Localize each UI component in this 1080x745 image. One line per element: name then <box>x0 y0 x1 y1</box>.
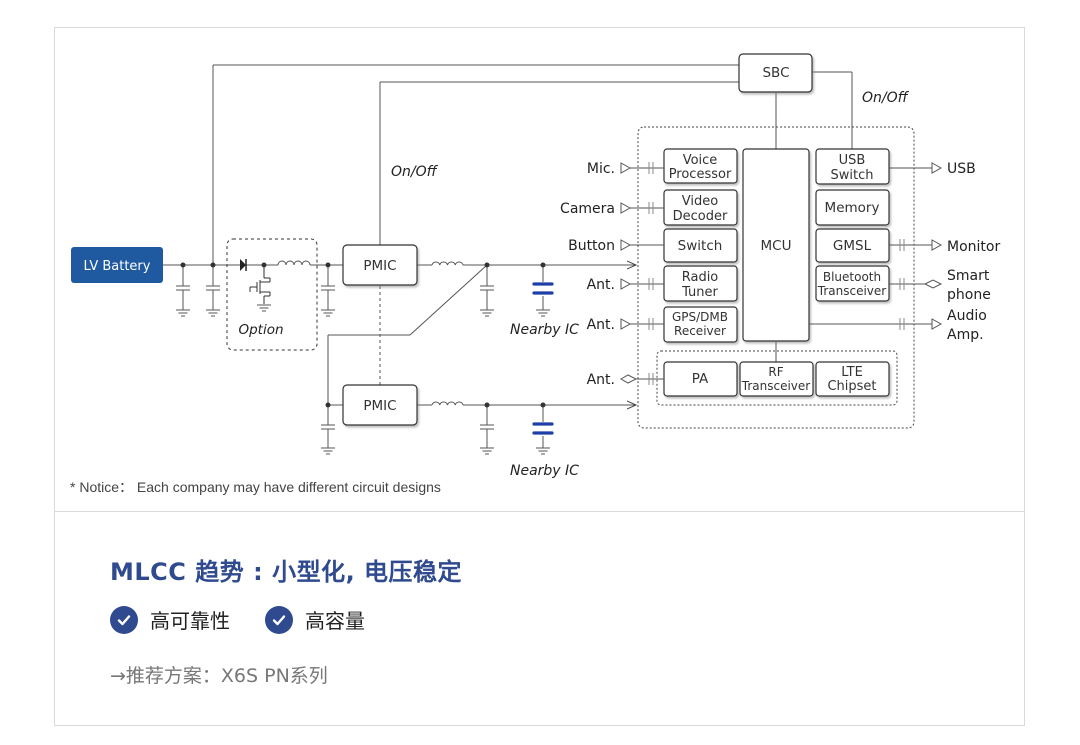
feature-item-reliability: 高可靠性 <box>110 605 230 634</box>
radio-tuner-label-1: Radio <box>682 270 719 285</box>
input-button-label: Button <box>568 238 615 254</box>
trend-title: MLCC 趋势 : 小型化, 电压稳定 <box>110 558 463 586</box>
pmic-top-label: PMIC <box>363 258 396 274</box>
section-divider <box>54 511 1025 512</box>
recommendation-text: →推荐方案：X6S PN系列 <box>110 665 328 687</box>
gps-dmb-label-1: GPS/DMB <box>672 310 728 324</box>
on-off-right-label: On/Off <box>862 90 910 106</box>
gmsl-label: GMSL <box>833 238 872 254</box>
lte-chipset-label-2: Chipset <box>827 379 876 394</box>
radio-tuner-label-2: Tuner <box>681 285 718 300</box>
bluetooth-label-1: Bluetooth <box>823 270 881 284</box>
output-smart-phone-label-1: Smart <box>947 268 990 284</box>
pmic-bottom-label: PMIC <box>363 398 396 414</box>
feature-item-capacity: 高容量 <box>265 605 365 634</box>
feature-label: 高容量 <box>305 609 365 633</box>
input-ant1-label: Ant. <box>587 277 615 293</box>
on-off-left-label: On/Off <box>391 164 439 180</box>
output-smart-phone-label-2: phone <box>947 287 991 303</box>
rf-transceiver-label-1: RF <box>768 365 783 379</box>
switch-label: Switch <box>678 238 723 254</box>
output-monitor-label: Monitor <box>947 239 1000 255</box>
check-circle-icon <box>265 605 293 634</box>
lv-battery-block: LV Battery <box>71 247 163 283</box>
output-usb-label: USB <box>947 161 976 177</box>
input-mic-label: Mic. <box>587 161 615 177</box>
input-camera-label: Camera <box>560 201 615 217</box>
bluetooth-label-2: Transceiver <box>817 284 887 298</box>
mosfet-icon <box>249 265 271 304</box>
nearby-ic-bottom-label: Nearby IC <box>510 463 579 479</box>
pa-label: PA <box>692 371 709 387</box>
memory-label: Memory <box>825 200 880 216</box>
input-ant3-label: Ant. <box>587 372 615 388</box>
circuit-diagram: LV Battery Option PMIC PMIC SBC MCU Swit… <box>71 53 1000 479</box>
rf-transceiver-label-2: Transceiver <box>741 379 811 393</box>
lv-battery-label: LV Battery <box>84 259 151 274</box>
voice-processor-label-1: Voice <box>683 153 718 168</box>
notice-text: * Notice： Each company may have differen… <box>70 479 441 495</box>
input-ant2-label: Ant. <box>587 317 615 333</box>
option-label: Option <box>238 322 283 338</box>
mcu-label: MCU <box>761 238 792 254</box>
gps-dmb-label-2: Receiver <box>674 324 726 338</box>
video-decoder-label-1: Video <box>682 194 718 209</box>
video-decoder-label-2: Decoder <box>673 209 728 224</box>
usb-switch-label-2: Switch <box>831 168 874 183</box>
output-audio-amp-label-2: Amp. <box>947 327 984 343</box>
usb-switch-label-1: USB <box>839 153 866 168</box>
diode-icon <box>240 259 247 271</box>
check-circle-icon <box>110 605 138 634</box>
voice-processor-label-2: Processor <box>669 167 732 182</box>
output-audio-amp-label-1: Audio <box>947 308 987 324</box>
feature-label: 高可靠性 <box>150 609 230 633</box>
nearby-ic-top-label: Nearby IC <box>510 322 579 338</box>
lte-chipset-label-1: LTE <box>841 365 863 380</box>
sbc-label: SBC <box>762 65 789 81</box>
